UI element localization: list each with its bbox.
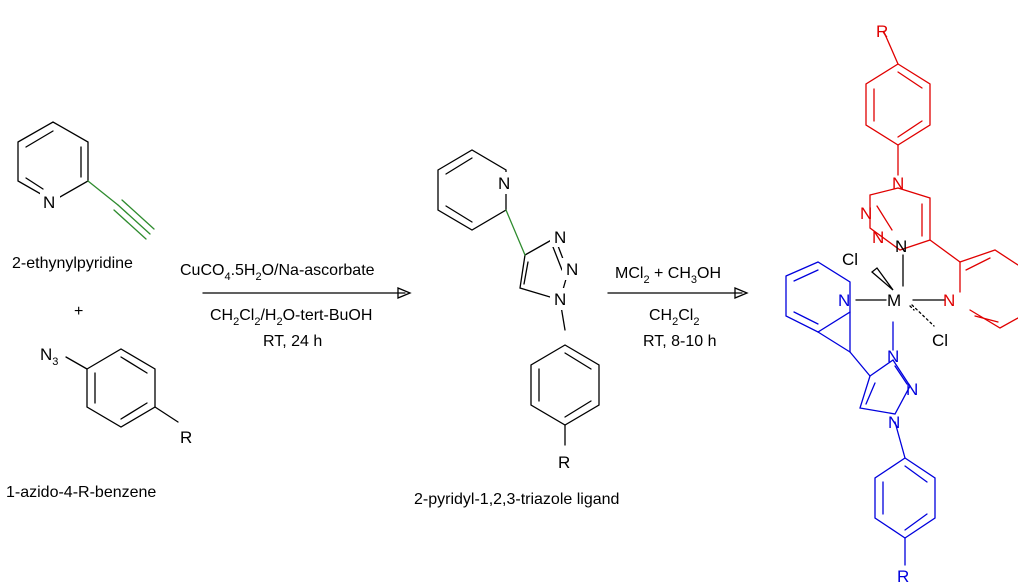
ligand-structure: N N N N R — [437, 149, 600, 472]
complex-red-n-coord: N — [895, 237, 907, 256]
complex-red-n3: N — [872, 228, 884, 247]
reactant1-name: 2-ethynylpyridine — [12, 255, 133, 272]
complex-blue-n1: N — [887, 347, 899, 366]
complex-structure: R N N N N N Cl M Cl N N N N R — [785, 22, 1018, 586]
step2-conditions: RT, 8-10 h — [643, 333, 717, 350]
step2-reagents: MCl2 + CH3OH — [615, 265, 721, 286]
ethynylpyridine-structure: N — [17, 121, 155, 240]
step2-arrow — [607, 287, 749, 299]
complex-r-top: R — [876, 22, 888, 41]
step2-solvent: CH2Cl2 — [649, 307, 699, 328]
complex-red-n2: N — [860, 204, 872, 223]
ligand-triazole-n2: N — [566, 260, 578, 279]
complex-blue-n3: N — [888, 413, 900, 432]
r-substituent-reactant2: R — [180, 428, 192, 447]
complex-cl-top: Cl — [842, 250, 858, 269]
complex-red-pyridine-n: N — [943, 291, 955, 310]
ligand-name: 2-pyridyl-1,2,3-triazole ligand — [414, 491, 619, 508]
azide-label: N3 — [40, 345, 58, 368]
ligand-pyridine-n: N — [498, 174, 510, 193]
complex-cl-bottom: Cl — [932, 331, 948, 350]
complex-metal: M — [887, 291, 901, 310]
step1-catalyst: CuCO4.5H2O/Na-ascorbate — [180, 262, 375, 283]
pyridine-n-label: N — [43, 193, 55, 212]
ligand-triazole-n3: N — [554, 228, 566, 247]
complex-blue-pyridine-n: N — [838, 291, 850, 310]
plus-sign: + — [74, 303, 83, 320]
complex-r-bottom: R — [897, 567, 909, 586]
step1-solvent: CH2Cl2/H2O-tert-BuOH — [210, 307, 372, 328]
reactant2-name: 1-azido-4-R-benzene — [6, 484, 156, 501]
azidobenzene-structure: N3 R — [40, 345, 192, 447]
step1-conditions: RT, 24 h — [263, 333, 322, 350]
complex-red-n1: N — [892, 174, 904, 193]
ligand-r-substituent: R — [558, 453, 570, 472]
complex-blue-n2: N — [906, 380, 918, 399]
ligand-triazole-n1: N — [554, 290, 566, 309]
step1-arrow — [202, 287, 412, 299]
